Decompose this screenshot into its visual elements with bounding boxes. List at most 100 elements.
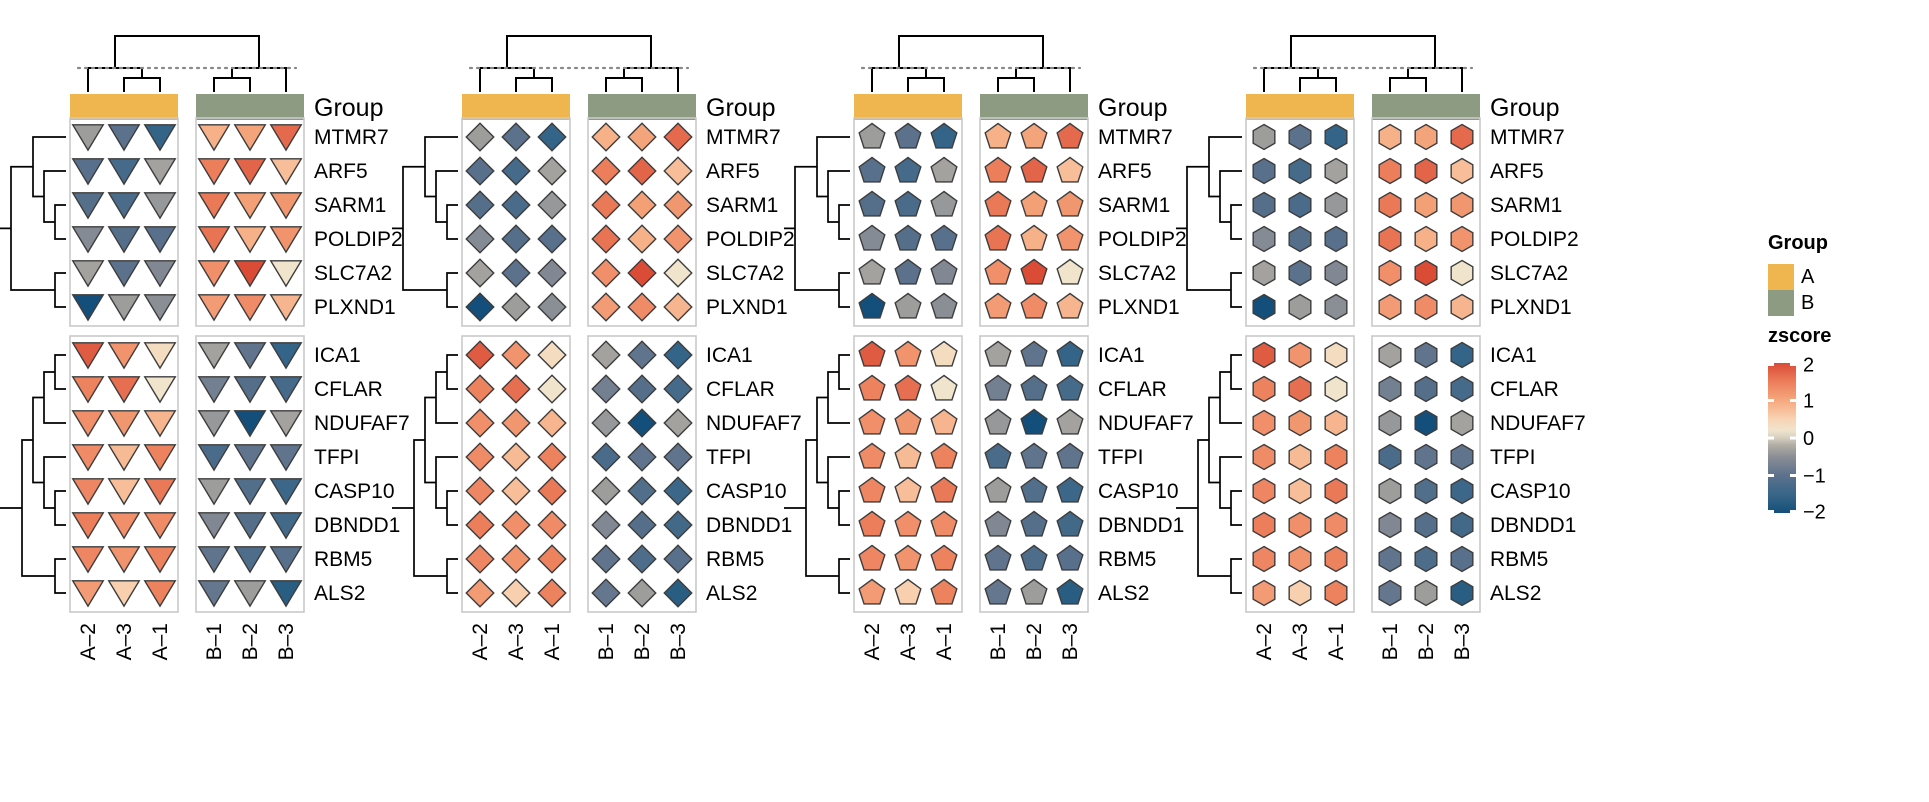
heatmap-cell[interactable]: PLXND1 / A-2: -2 bbox=[71, 294, 105, 322]
heatmap-cell[interactable]: CFLAR / B-1: -0.75 bbox=[197, 376, 231, 404]
heatmap-cell[interactable]: SLC7A2 / B-3: 0.2 bbox=[1450, 259, 1474, 287]
heatmap-cell[interactable]: SLC7A2 / A-2: -0.3 bbox=[465, 258, 495, 288]
heatmap-cell[interactable]: DBNDD1 / B-3: -1.35 bbox=[663, 510, 693, 540]
heatmap-cell[interactable]: TFPI / A-3: 0.8 bbox=[501, 442, 531, 472]
heatmap-cell[interactable]: NDUFAF7 / A-1: 0.85 bbox=[930, 408, 958, 435]
heatmap-cell[interactable]: PLXND1 / B-3: 0.85 bbox=[269, 294, 303, 322]
heatmap-cell[interactable]: MTMR7 / A-3: -1 bbox=[894, 122, 922, 149]
heatmap-cell[interactable]: DBNDD1 / B-3: -1.35 bbox=[1450, 511, 1474, 539]
heatmap-cell[interactable]: NDUFAF7 / A-3: 1.2 bbox=[501, 408, 531, 438]
heatmap-cell[interactable]: PLXND1 / A-1: -0.5 bbox=[537, 292, 567, 322]
heatmap-cell[interactable]: DBNDD1 / B-1: -0.6 bbox=[984, 510, 1012, 537]
heatmap-cell[interactable]: PLXND1 / B-3: 0.85 bbox=[1056, 292, 1084, 319]
heatmap-cell[interactable]: MTMR7 / B-2: 1.05 bbox=[1414, 123, 1438, 151]
heatmap-cell[interactable]: ICA1 / B-1: -0.3 bbox=[197, 342, 231, 370]
heatmap-cell[interactable]: CFLAR / B-3: -1.3 bbox=[1450, 375, 1474, 403]
heatmap-cell[interactable]: SARM1 / A-3: -1.25 bbox=[894, 190, 922, 217]
heatmap-cell[interactable]: SLC7A2 / A-3: -1 bbox=[107, 260, 141, 288]
heatmap-cell[interactable]: ICA1 / B-2: -0.95 bbox=[233, 342, 267, 370]
heatmap-cell[interactable]: POLDIP2 / A-1: -1.05 bbox=[1324, 225, 1348, 253]
heatmap-cell[interactable]: RBM5 / A-2: 1.4 bbox=[1252, 545, 1276, 573]
heatmap-cell[interactable]: DBNDD1 / A-1: 1.35 bbox=[930, 510, 958, 537]
heatmap-cell[interactable]: SLC7A2 / B-3: 0.2 bbox=[269, 260, 303, 288]
heatmap-cell[interactable]: RBM5 / B-1: -0.95 bbox=[1378, 545, 1402, 573]
heatmap-cell[interactable]: NDUFAF7 / B-2: -2 bbox=[1414, 409, 1438, 437]
heatmap-cell[interactable]: POLDIP2 / A-1: -1.05 bbox=[930, 224, 958, 251]
heatmap-cell[interactable]: MTMR7 / B-1: 0.9 bbox=[984, 122, 1012, 149]
heatmap-cell[interactable]: SARM1 / B-2: 1.1 bbox=[233, 192, 267, 220]
heatmap-cell[interactable]: MTMR7 / A-1: -1.55 bbox=[930, 122, 958, 149]
heatmap-cell[interactable]: CFLAR / A-3: 1.65 bbox=[501, 374, 531, 404]
heatmap-cell[interactable]: ICA1 / B-1: -0.3 bbox=[984, 340, 1012, 367]
heatmap-cell[interactable]: CFLAR / B-2: -1.1 bbox=[233, 376, 267, 404]
heatmap-cell[interactable]: TFPI / A-1: 1.45 bbox=[1324, 443, 1348, 471]
heatmap-cell[interactable]: PLXND1 / B-1: 1.15 bbox=[591, 292, 621, 322]
heatmap-cell[interactable]: TFPI / B-1: -1.25 bbox=[984, 442, 1012, 469]
heatmap-cell[interactable]: RBM5 / A-3: 1.25 bbox=[107, 546, 141, 574]
heatmap-cell[interactable]: POLDIP2 / A-3: -1.1 bbox=[894, 224, 922, 251]
heatmap-cell[interactable]: TFPI / A-3: 0.8 bbox=[894, 442, 922, 469]
heatmap-cell[interactable]: SARM1 / B-2: 1.1 bbox=[627, 190, 657, 220]
heatmap-cell[interactable]: MTMR7 / A-2: -0.35 bbox=[1252, 123, 1276, 151]
heatmap-cell[interactable]: POLDIP2 / B-3: 1.25 bbox=[269, 226, 303, 254]
heatmap-cell[interactable]: CASP10 / A-3: 0.75 bbox=[894, 476, 922, 503]
heatmap-cell[interactable]: TFPI / B-1: -1.25 bbox=[1378, 443, 1402, 471]
heatmap-cell[interactable]: RBM5 / A-1: 1.45 bbox=[930, 544, 958, 571]
heatmap-cell[interactable]: RBM5 / A-2: 1.4 bbox=[858, 544, 886, 571]
heatmap-cell[interactable]: ARF5 / B-2: 1.75 bbox=[627, 156, 657, 186]
heatmap-cell[interactable]: DBNDD1 / B-1: -0.6 bbox=[197, 512, 231, 540]
heatmap-cell[interactable]: POLDIP2 / B-3: 1.25 bbox=[1450, 225, 1474, 253]
heatmap-cell[interactable]: RBM5 / A-2: 1.4 bbox=[465, 544, 495, 574]
heatmap-cell[interactable]: ALS2 / B-1: -0.9 bbox=[1378, 579, 1402, 607]
heatmap-cell[interactable]: NDUFAF7 / A-1: 0.85 bbox=[1324, 409, 1348, 437]
heatmap-cell[interactable]: ICA1 / B-2: -0.95 bbox=[627, 340, 657, 370]
heatmap-cell[interactable]: PLXND1 / A-1: -0.5 bbox=[930, 292, 958, 319]
group-legend-item-a[interactable]: A bbox=[1768, 264, 1828, 290]
heatmap-cell[interactable]: ARF5 / B-3: 0.75 bbox=[269, 158, 303, 186]
heatmap-cell[interactable]: TFPI / B-3: -0.95 bbox=[1056, 442, 1084, 469]
heatmap-cell[interactable]: TFPI / A-2: 1.35 bbox=[858, 442, 886, 469]
heatmap-cell[interactable]: ARF5 / A-2: -1.05 bbox=[858, 156, 886, 183]
heatmap-cell[interactable]: ICA1 / B-1: -0.3 bbox=[591, 340, 621, 370]
heatmap-cell[interactable]: CFLAR / B-3: -1.3 bbox=[663, 374, 693, 404]
heatmap-cell[interactable]: PLXND1 / A-3: -0.35 bbox=[501, 292, 531, 322]
heatmap-cell[interactable]: RBM5 / B-3: -1.05 bbox=[1450, 545, 1474, 573]
heatmap-cell[interactable]: CASP10 / B-1: -0.35 bbox=[591, 476, 621, 506]
heatmap-cell[interactable]: ICA1 / A-1: 0.35 bbox=[537, 340, 567, 370]
heatmap-cell[interactable]: ARF5 / A-3: -1.3 bbox=[1288, 157, 1312, 185]
heatmap-cell[interactable]: NDUFAF7 / A-2: 1.3 bbox=[1252, 409, 1276, 437]
heatmap-cell[interactable]: SARM1 / A-2: -1.1 bbox=[858, 190, 886, 217]
heatmap-cell[interactable]: RBM5 / B-3: -1.05 bbox=[269, 546, 303, 574]
heatmap-cell[interactable]: DBNDD1 / A-2: 1.5 bbox=[858, 510, 886, 537]
heatmap-cell[interactable]: DBNDD1 / A-1: 1.35 bbox=[537, 510, 567, 540]
heatmap-cell[interactable]: TFPI / A-3: 0.8 bbox=[107, 444, 141, 472]
heatmap-cell[interactable]: PLXND1 / B-2: 1.35 bbox=[1020, 292, 1048, 319]
heatmap-cell[interactable]: ICA1 / B-3: -1.55 bbox=[663, 340, 693, 370]
heatmap-cell[interactable]: CFLAR / A-3: 1.65 bbox=[1288, 375, 1312, 403]
heatmap-cell[interactable]: TFPI / A-1: 1.45 bbox=[537, 442, 567, 472]
heatmap-cell[interactable]: TFPI / A-2: 1.35 bbox=[71, 444, 105, 472]
heatmap-cell[interactable]: CASP10 / A-1: 1.55 bbox=[143, 478, 177, 506]
heatmap-cell[interactable]: CFLAR / A-2: 1.45 bbox=[858, 374, 886, 401]
heatmap-cell[interactable]: TFPI / A-2: 1.35 bbox=[465, 442, 495, 472]
heatmap-cell[interactable]: TFPI / B-3: -0.95 bbox=[269, 444, 303, 472]
heatmap-cell[interactable]: POLDIP2 / B-2: 0.9 bbox=[1020, 224, 1048, 251]
heatmap-cell[interactable]: PLXND1 / A-1: -0.5 bbox=[1324, 293, 1348, 321]
heatmap-cell[interactable]: POLDIP2 / A-1: -1.05 bbox=[143, 226, 177, 254]
heatmap-cell[interactable]: CFLAR / B-3: -1.3 bbox=[269, 376, 303, 404]
heatmap-cell[interactable]: DBNDD1 / A-3: 1.3 bbox=[894, 510, 922, 537]
heatmap-cell[interactable]: PLXND1 / B-2: 1.35 bbox=[233, 294, 267, 322]
heatmap-cell[interactable]: MTMR7 / A-2: -0.35 bbox=[71, 124, 105, 152]
heatmap-cell[interactable]: CFLAR / A-3: 1.65 bbox=[894, 374, 922, 401]
heatmap-cell[interactable]: TFPI / B-2: -0.95 bbox=[627, 442, 657, 472]
heatmap-cell[interactable]: NDUFAF7 / A-2: 1.3 bbox=[71, 410, 105, 438]
heatmap-cell[interactable]: NDUFAF7 / A-3: 1.2 bbox=[107, 410, 141, 438]
heatmap-cell[interactable]: PLXND1 / B-3: 0.85 bbox=[663, 292, 693, 322]
heatmap-cell[interactable]: PLXND1 / A-3: -0.35 bbox=[1288, 293, 1312, 321]
heatmap-cell[interactable]: CASP10 / B-3: -1.45 bbox=[1450, 477, 1474, 505]
heatmap-cell[interactable]: ICA1 / A-1: 0.35 bbox=[930, 340, 958, 367]
heatmap-cell[interactable]: NDUFAF7 / A-3: 1.2 bbox=[894, 408, 922, 435]
heatmap-cell[interactable]: CFLAR / A-1: 0.2 bbox=[537, 374, 567, 404]
heatmap-cell[interactable]: DBNDD1 / B-3: -1.35 bbox=[1056, 510, 1084, 537]
heatmap-cell[interactable]: ARF5 / B-2: 1.75 bbox=[1020, 156, 1048, 183]
